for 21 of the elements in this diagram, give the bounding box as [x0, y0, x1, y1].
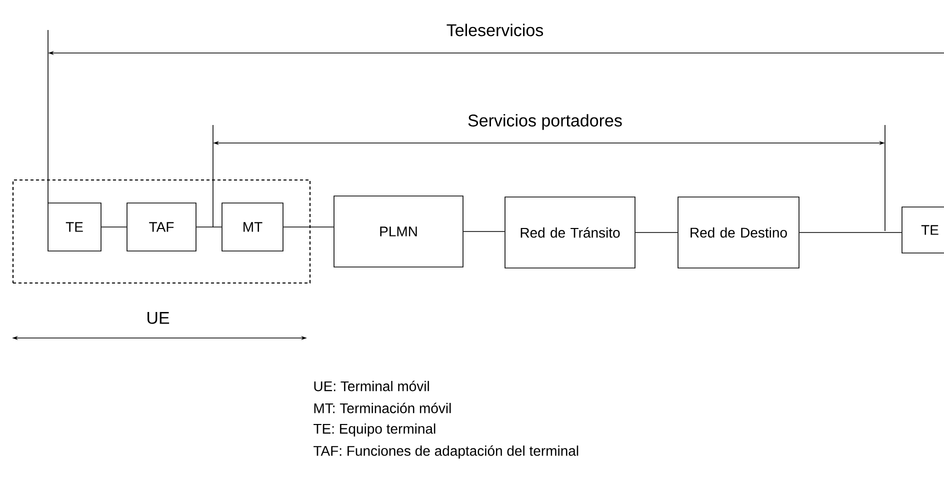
- dimension-label: UE: [148, 312, 170, 324]
- dimension-label: Teleservicios: [446, 24, 544, 36]
- note-text: MT: Terminación móvil: [314, 402, 451, 414]
- process-box: TE: [48, 202, 102, 252]
- process-box: TE: [902, 206, 944, 254]
- note-text: UE: Terminal móvil: [314, 380, 429, 392]
- connector-line: [196, 226, 222, 228]
- process-box: PLMN: [334, 196, 464, 268]
- connector-line: [799, 232, 902, 233]
- connector-line: [635, 232, 678, 233]
- note-text: TAF: Funciones de adaptación del terminal: [314, 445, 578, 459]
- connector-line: [463, 231, 505, 232]
- process-box: Red de Tránsito: [504, 196, 636, 268]
- connector-line: [101, 226, 127, 228]
- process-box: MT: [222, 202, 284, 252]
- process-box: TAF: [126, 202, 196, 252]
- note-text: TE: Equipo terminal: [314, 423, 436, 436]
- connector-line: [283, 226, 334, 228]
- dashed-group-box: [12, 179, 311, 284]
- dimension-label: Servicios portadores: [468, 114, 622, 130]
- process-box: Red de Destino: [678, 196, 800, 268]
